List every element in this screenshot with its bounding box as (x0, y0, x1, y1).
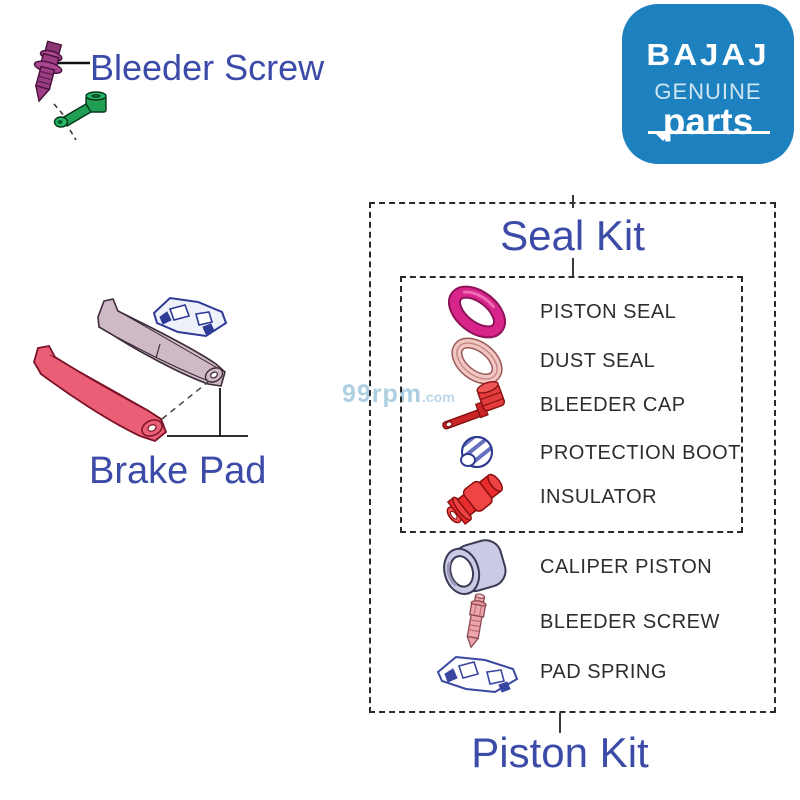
kit-item-insulator: INSULATOR (400, 473, 750, 526)
bleeder-screw-illustration (33, 40, 107, 141)
watermark-text: 99rpm (342, 380, 423, 408)
seal-kit-title: Seal Kit (500, 212, 645, 259)
bleeder-screw-label: Bleeder Screw (90, 47, 325, 88)
kit-item-piston-seal: PISTON SEAL (400, 285, 750, 339)
kit-item-label: PAD SPRING (540, 660, 667, 683)
purple-bleeder-screw (33, 40, 63, 103)
leader-line (219, 388, 248, 437)
rear-brake-pad (97, 298, 226, 387)
seal-kit-connector (572, 258, 574, 277)
protection-boot-icon (400, 432, 540, 474)
kit-item-dust-seal: DUST SEAL (400, 336, 750, 386)
front-brake-pad (33, 344, 168, 443)
kit-item-label: CALIPER PISTON (540, 555, 713, 578)
kit-item-label: DUST SEAL (540, 349, 656, 372)
kit-item-pad-spring: PAD SPRING (400, 649, 750, 695)
genuine-text: GENUINE (654, 79, 762, 104)
kit-item-bleeder-cap: BLEEDER CAP (400, 379, 750, 431)
kit-item-label: PISTON SEAL (540, 300, 677, 323)
kit-item-label: INSULATOR (540, 485, 658, 508)
bajaj-brand-text: BAJAJ (646, 37, 770, 72)
kit-item-bleeder-screw: BLEEDER SCREW (400, 593, 750, 649)
green-fitting (53, 91, 107, 141)
piston-kit-title: Piston Kit (471, 729, 649, 776)
brake-pad-label: Brake Pad (89, 450, 267, 492)
piston-seal-icon (400, 285, 540, 339)
bleeder-screw-icon (400, 593, 540, 651)
pad-spring-icon (400, 648, 540, 696)
kit-item-caliper-piston: CALIPER PISTON (400, 539, 750, 596)
dashed-line (161, 381, 209, 420)
insulator-icon (400, 466, 540, 528)
parts-text: parts (662, 101, 754, 142)
piston-kit-connector (559, 713, 561, 733)
brake-pad-illustration (33, 296, 248, 443)
kit-item-label: BLEEDER CAP (540, 393, 686, 416)
pad-spring-sketch (152, 296, 228, 338)
logo-arrow-icon (656, 134, 670, 141)
bajaj-logo: BAJAJ GENUINE parts (622, 4, 794, 164)
watermark: 99rpm.com (342, 380, 455, 409)
watermark-suffix: .com (422, 389, 455, 405)
kit-item-label: PROTECTION BOOT (540, 441, 741, 464)
dust-seal-icon (400, 336, 540, 386)
seal-kit-box (400, 276, 743, 533)
kit-item-protection-boot: PROTECTION BOOT (400, 430, 750, 476)
connector-top-tick (572, 195, 574, 208)
kit-item-label: BLEEDER SCREW (540, 610, 720, 633)
bleeder-cap-icon (400, 379, 540, 431)
dashed-line (53, 103, 67, 119)
logo-underline (648, 131, 770, 141)
caliper-piston-icon (400, 535, 540, 599)
